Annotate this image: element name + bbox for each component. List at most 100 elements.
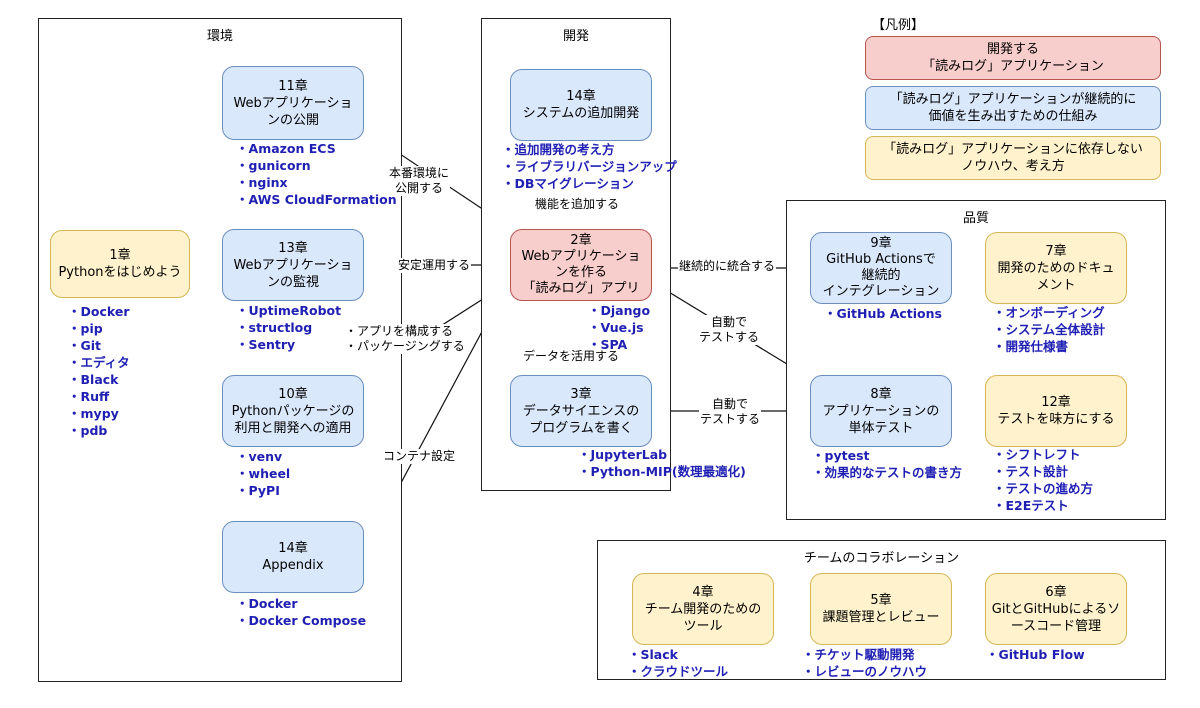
chapter-3-topics: JupyterLabPython-MIP(数理最適化) <box>578 446 746 480</box>
chapter-8-topics: pytest効果的なテストの書き方 <box>812 447 963 481</box>
topic-item: pytest <box>812 447 962 464</box>
node-title-line: 1章 <box>109 248 131 263</box>
group-title: 環境 <box>206 29 233 44</box>
edge-label-line: 機能を追加する <box>535 197 620 211</box>
legend-text: 価値を生み出すための仕組み <box>928 109 1098 124</box>
node-title-line: Webアプリケーショ <box>233 257 353 273</box>
chapter-8-node: 8章アプリケーションの単体テスト <box>810 375 952 447</box>
node-title-line: ンの公開 <box>266 112 319 128</box>
node-title-line: GitとGitHubによるソ <box>991 601 1121 617</box>
topic-item: pdb <box>68 422 130 439</box>
topic-item: Slack <box>628 646 728 663</box>
legend-yellow: 「読みログ」アプリケーションに依存しない ノウハウ、考え方 <box>865 136 1161 180</box>
node-title-line: Pythonパッケージの <box>231 403 355 419</box>
topic-item: エディタ <box>68 354 130 371</box>
node-title-line: 13章 <box>278 240 308 256</box>
edge-label-publish: 本番環境に公開する <box>388 166 451 196</box>
chapter-13-topics: UptimeRobotstructlogSentry <box>236 302 342 353</box>
topic-item: 追加開発の考え方 <box>502 141 677 158</box>
node-title-line: 開発のためのドキュ <box>997 260 1115 276</box>
node-title-line: チーム開発のための <box>644 601 762 617</box>
edge-label-line: 自動で <box>711 315 748 329</box>
chapter-14-node: 14章システムの追加開発 <box>510 69 652 141</box>
node-title-line: 課題管理とレビュー <box>822 610 940 625</box>
legend-text: 「読みログ」アプリケーションが継続的に <box>889 92 1137 107</box>
topic-item: 効果的なテストの書き方 <box>812 464 963 481</box>
topic-item: Git <box>68 337 130 354</box>
node-title-line: Pythonをはじめよう <box>58 265 182 280</box>
topic-item: mypy <box>68 405 130 422</box>
node-title-line: インテグレーション <box>822 284 940 299</box>
topic-item: ライブラリバージョンアップ <box>502 158 677 175</box>
topic-item: GitHub Flow <box>986 646 1085 663</box>
legend-text: ノウハウ、考え方 <box>961 159 1065 174</box>
node-title-line: Webアプリケーショ <box>521 249 641 264</box>
topic-item: Python-MIP(数理最適化) <box>578 463 746 480</box>
legend-text: 開発する <box>986 42 1039 57</box>
topic-item: wheel <box>236 465 291 482</box>
chapter-7-topics: オンボーディングシステム全体設計開発仕様書 <box>993 304 1106 355</box>
topic-item: E2Eテスト <box>993 497 1093 514</box>
node-title-line: ツール <box>683 618 723 634</box>
topic-item: クラウドツール <box>628 663 729 680</box>
node-title-line: 継続的 <box>861 268 901 283</box>
node-title-line: 10章 <box>278 386 308 402</box>
topic-item: Django <box>588 302 651 319</box>
topic-item: nginx <box>236 174 397 191</box>
node-title-line: テストを味方にする <box>997 412 1115 427</box>
topic-item: Docker <box>68 303 130 320</box>
chapter-14-appendix-topics: DockerDocker Compose <box>236 595 367 629</box>
group-title: 開発 <box>562 29 589 44</box>
node-title-line: 2章 <box>570 233 592 248</box>
chapter-2-topics: DjangoVue.jsSPA <box>588 302 651 353</box>
edge-label-line: テストする <box>699 330 760 344</box>
topic-item: DBマイグレーション <box>502 175 677 192</box>
chapter-14-topics: 追加開発の考え方ライブラリバージョンアップDBマイグレーション <box>502 141 677 192</box>
topic-item: Sentry <box>236 336 341 353</box>
node-title-line: アプリケーションの <box>822 403 940 419</box>
chapter-10-topics: venvwheelPyPI <box>236 448 291 499</box>
chapter-11-topics: Amazon ECSgunicornnginxAWS CloudFormatio… <box>236 140 397 208</box>
chapter-1-topics: DockerpipGitエディタBlackRuffmypypdb <box>68 303 130 439</box>
legend-red: 開発する 「読みログ」アプリケーション <box>865 36 1161 80</box>
node-title-line: 11章 <box>278 78 308 94</box>
node-title-line: Webアプリケーショ <box>233 95 353 111</box>
edge-label-line: コンテナ設定 <box>383 449 456 463</box>
topic-item: 開発仕様書 <box>993 338 1105 355</box>
edge-label-auto-test: 自動でテストする <box>699 397 762 427</box>
topic-item: システム全体設計 <box>993 321 1106 338</box>
topic-item: gunicorn <box>236 157 397 174</box>
topic-item: venv <box>236 448 290 465</box>
edge-label-line: 継続的に統合する <box>679 259 776 273</box>
topic-item: Docker <box>236 595 366 612</box>
node-title-line: 8章 <box>870 386 892 402</box>
topic-item: Docker Compose <box>236 612 367 629</box>
node-title-line: Appendix <box>262 558 324 573</box>
chapter-5-topics: チケット駆動開発レビューのノウハウ <box>802 646 928 680</box>
node-title-line: 12章 <box>1041 395 1071 410</box>
edge-label-line: ・アプリを構成する <box>345 324 454 338</box>
edge-label-line: 公開する <box>395 181 444 195</box>
node-title-line: データサイエンスの <box>522 403 640 419</box>
topic-item: AWS CloudFormation <box>236 191 397 208</box>
topic-item: オンボーディング <box>993 304 1105 321</box>
chapter-6-topics: GitHub Flow <box>986 646 1085 663</box>
topic-item: structlog <box>236 319 341 336</box>
node-title-line: プログラムを書く <box>529 420 633 436</box>
edge-label-container-setup: コンテナ設定 <box>382 449 457 464</box>
topic-item: Vue.js <box>588 319 650 336</box>
topic-item: シフトレフト <box>993 446 1093 463</box>
node-title-line: GitHub Actionsで <box>826 252 936 267</box>
node-title-line: システムの追加開発 <box>522 106 640 121</box>
edge-label-continuous-integration: 継続的に統合する <box>678 259 777 274</box>
edge-label-data-use: データを活用する <box>522 349 621 364</box>
chapter-4-topics: Slackクラウドツール <box>628 646 729 680</box>
node-title-line: メント <box>1036 277 1076 293</box>
edge-label-compose-package: ・アプリを構成する・パッケージングする <box>344 324 466 354</box>
node-title-line: 4章 <box>692 584 714 600</box>
edge-label-line: 安定運用する <box>398 258 471 272</box>
